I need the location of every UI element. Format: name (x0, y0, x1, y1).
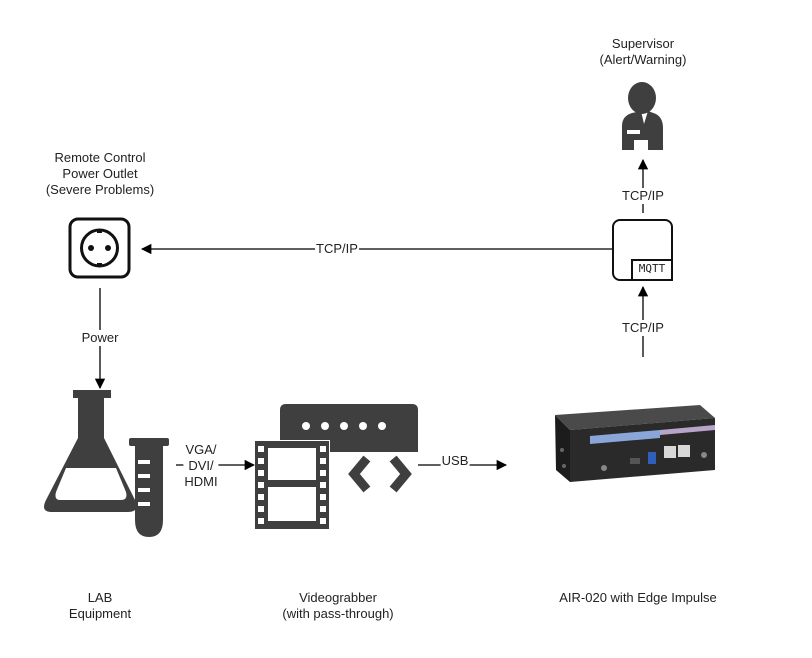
lab-flask-icon (44, 390, 169, 537)
mqtt-label: MQTT (638, 262, 666, 275)
edge-label-air-to-mqtt: TCP/IP (621, 320, 665, 336)
edge-label-outlet-to-lab: Power (80, 330, 120, 346)
power-outlet-label: Remote Control Power Outlet (Severe Prob… (45, 150, 155, 197)
videograbber-icon (255, 404, 418, 529)
videograbber-label: Videograbber (with pass-through) (282, 590, 394, 621)
edge-label-mqtt-to-outlet: TCP/IP (315, 241, 359, 257)
edge-label-lab-to-grabber: VGA/ DVI/ HDMI (183, 442, 219, 490)
air020-label: AIR-020 with Edge Impulse (559, 590, 717, 605)
mini-pc-icon (555, 405, 715, 482)
supervisor-label: Supervisor (Alert/Warning) (599, 36, 687, 67)
person-icon (622, 82, 663, 150)
edge-label-grabber-to-air: USB (440, 453, 470, 469)
lab-equipment-label: LAB Equipment (68, 590, 132, 621)
mqtt-box-icon (612, 219, 673, 281)
edge-label-mqtt-to-supervisor: TCP/IP (621, 188, 665, 204)
power-socket-icon (68, 217, 131, 279)
